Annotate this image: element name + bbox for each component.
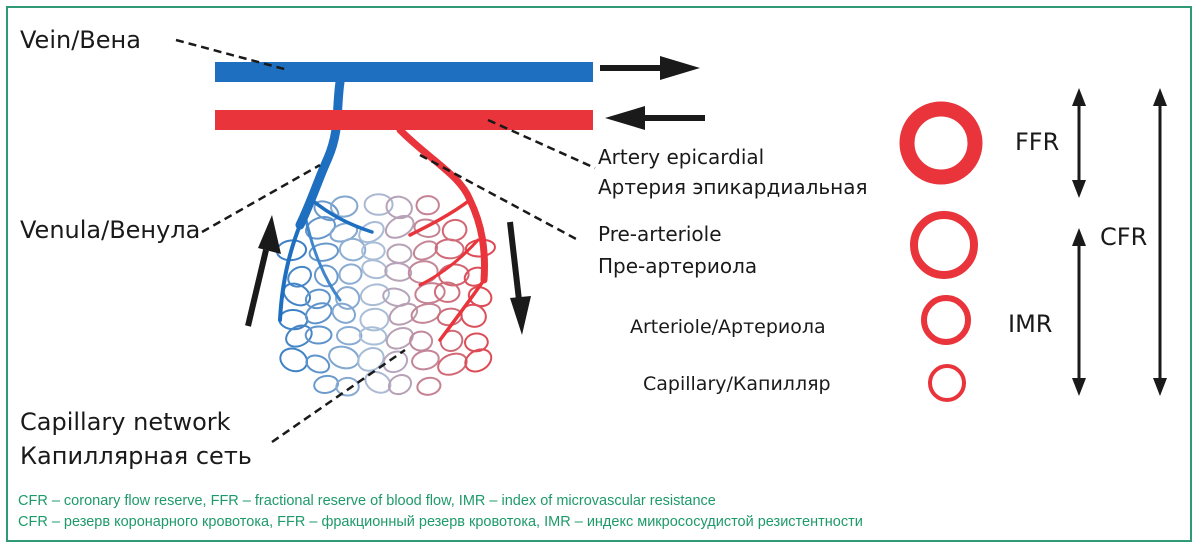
- label-venula: Venula/Венула: [20, 216, 201, 244]
- label-vein: Vein/Вена: [20, 26, 141, 54]
- leader-venula: [201, 163, 321, 234]
- capillary-loop: [313, 264, 339, 288]
- capillary-loop: [414, 282, 446, 305]
- label-artery-ru: Артерия эпикардиальная: [598, 175, 868, 199]
- capillary-loop: [328, 345, 360, 370]
- capillary-loop: [410, 302, 442, 324]
- vessel-branch: [303, 213, 342, 302]
- capillary-loop: [338, 237, 367, 262]
- ring-artery: [899, 101, 983, 185]
- capillary-loop: [385, 327, 414, 350]
- capillary-loop: [361, 259, 388, 280]
- leader-pre-arteriole: [419, 153, 579, 242]
- label-artery-en: Artery epicardial: [598, 145, 765, 169]
- ffr-range-arrow: [1072, 88, 1086, 198]
- label-arteriole: Arteriole/Артериола: [630, 316, 826, 338]
- artery-vessel: [215, 110, 593, 130]
- capillary-loop: [384, 262, 413, 282]
- pre-arteriole-trunk: [396, 126, 488, 284]
- ring-capillary: [928, 364, 966, 402]
- capillary-loop: [387, 374, 413, 396]
- label-capillary: Capillary/Капилляр: [643, 373, 831, 395]
- label-capillary-network-ru: Капиллярная сеть: [20, 442, 252, 470]
- capillary-loop: [407, 260, 439, 284]
- vessel-branch: [310, 198, 374, 234]
- flow-arrow-down: [507, 221, 531, 335]
- capillary-loop: [358, 326, 388, 346]
- capillary-loop: [338, 263, 363, 285]
- leader-vein: [175, 38, 289, 72]
- leader-capillary-network: [271, 348, 406, 444]
- capillary-loop: [305, 354, 331, 374]
- capillary-loop: [382, 287, 411, 308]
- capillary-loop: [413, 218, 441, 238]
- flow-arrow-left: [605, 106, 705, 130]
- vessel-branch: [408, 198, 472, 237]
- capillary-loop: [336, 325, 363, 346]
- label-pre-arteriole-en: Pre-arteriole: [598, 222, 722, 246]
- label-cfr: CFR: [1100, 223, 1148, 251]
- vessel-branch: [278, 223, 302, 322]
- capillary-loop: [464, 348, 493, 373]
- capillary-loop: [415, 195, 440, 216]
- capillary-loop: [439, 329, 464, 352]
- leader-artery: [487, 118, 596, 170]
- capillary-loop: [416, 376, 442, 396]
- capillary-loop: [411, 349, 440, 371]
- ring-arteriole: [921, 295, 971, 345]
- footnote-ru: CFR – резерв коронарного кровотока, FFR …: [18, 514, 863, 530]
- capillary-loop: [305, 216, 336, 240]
- flow-arrow-right: [600, 56, 700, 80]
- capillary-loop: [287, 265, 312, 288]
- capillary-loop: [331, 302, 356, 324]
- venula-trunk: [295, 77, 345, 230]
- capillary-loop: [359, 283, 390, 307]
- capillary-loop: [464, 332, 489, 353]
- capillary-loop: [357, 347, 385, 372]
- capillary-loop: [434, 238, 465, 260]
- capillary-loop: [386, 243, 413, 264]
- capillary-loop: [335, 376, 360, 397]
- label-pre-arteriole-ru: Пре-артериола: [598, 254, 758, 278]
- capillary-loop: [384, 215, 415, 239]
- capillary-loop: [358, 221, 385, 244]
- vessel-branch: [438, 278, 486, 342]
- label-ffr: FFR: [1015, 128, 1060, 156]
- flow-arrow-up: [245, 215, 281, 327]
- capillary-loop: [279, 347, 309, 373]
- capillary-loop: [382, 350, 409, 374]
- capillary-loop: [304, 288, 331, 310]
- footnote-en: CFR – coronary flow reserve, FFR – fract…: [18, 493, 716, 509]
- ring-pre-arteriole: [910, 211, 978, 279]
- diagram-frame: [6, 6, 1192, 542]
- capillary-loop: [278, 308, 309, 331]
- vein-vessel: [215, 62, 593, 82]
- capillary-loop: [409, 330, 434, 352]
- capillary-loop: [304, 325, 333, 345]
- cfr-range-arrow: [1153, 88, 1167, 396]
- capillary-loop: [285, 324, 313, 348]
- capillary-loop: [363, 193, 394, 216]
- label-imr: IMR: [1008, 310, 1053, 338]
- capillary-loop: [308, 242, 339, 262]
- capillary-loop: [313, 374, 340, 394]
- capillary-loop: [433, 281, 461, 303]
- capillary-loop: [359, 307, 390, 332]
- vessel-branch: [418, 238, 480, 287]
- capillary-network-mesh: [275, 193, 496, 397]
- capillary-loop: [304, 302, 333, 325]
- capillary-loop: [330, 195, 359, 218]
- imr-range-arrow: [1072, 228, 1086, 396]
- label-capillary-network-en: Capillary network: [20, 408, 231, 436]
